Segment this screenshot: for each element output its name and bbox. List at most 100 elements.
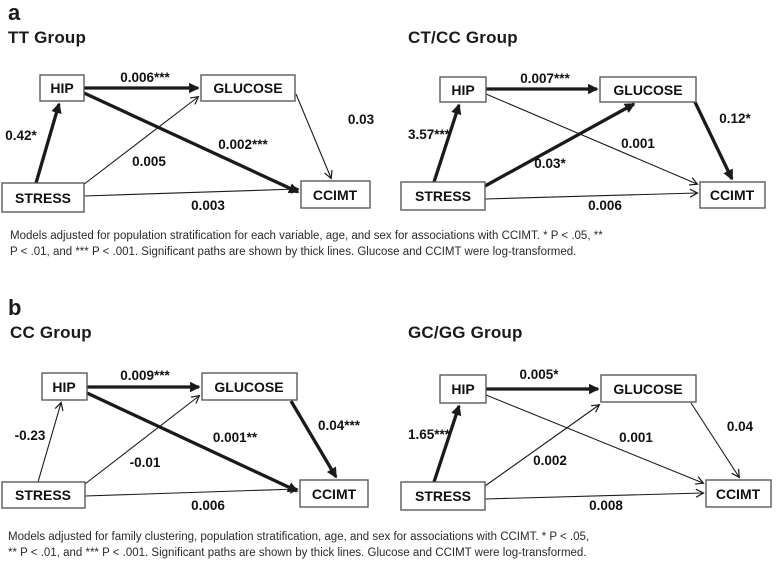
cc-ccimt-label: CCIMT: [312, 486, 357, 502]
panel-b-letter: b: [8, 295, 22, 320]
ctcc-edge-hip-ccimt: [485, 93, 697, 184]
cc-edge-hip-ccimt: [86, 391, 299, 493]
ctcc-hip-label: HIP: [451, 82, 474, 98]
ctcc-edge-stress-glucose: [484, 102, 636, 188]
gcgg-ccimt-box: [705, 479, 772, 508]
caption-a-line1: Models adjusted for population stratific…: [10, 230, 603, 242]
cc-ccimt-box: [299, 479, 369, 508]
caption-b-line1: Models adjusted for family clustering, p…: [8, 531, 590, 543]
cc-glucose-box: [201, 372, 298, 401]
tt-coef-hip-ccimt: 0.002***: [218, 137, 268, 152]
gcgg-ccimt-label: CCIMT: [716, 486, 761, 502]
tt-hip-label: HIP: [50, 80, 73, 96]
gcgg-stress-label: STRESS: [415, 488, 471, 504]
ctcc-stress-label: STRESS: [415, 188, 471, 204]
tt-node-hip: HIP: [39, 74, 85, 102]
gcgg-node-hip: HIP: [439, 374, 487, 404]
gcgg-node-ccimt: CCIMT: [705, 479, 772, 508]
ctcc-coef-stress-glucose: 0.03*: [534, 156, 566, 171]
gcgg-coef-stress-hip: 1.65***: [408, 427, 451, 442]
tt-node-ccimt: CCIMT: [300, 180, 371, 209]
ctcc-ccimt-label: CCIMT: [710, 187, 755, 203]
tt-ccimt-box: [300, 180, 371, 209]
caption-b-line2: ** P < .01, and *** P < .001. Significan…: [8, 547, 587, 559]
tt-coef-glucose-ccimt: 0.03: [348, 112, 375, 127]
caption-panel-b: Models adjusted for family clustering, p…: [8, 529, 772, 561]
ctcc-edge-stress-hip: [432, 103, 462, 183]
gcgg-glucose-box: [600, 374, 697, 403]
panel-title-gcgg: GC/GG Group: [408, 323, 523, 342]
tt-coef-stress-hip: 0.42*: [5, 128, 37, 143]
ctcc-stress-box: [400, 181, 486, 211]
ctcc-hip-box: [439, 76, 487, 103]
tt-edge-glucose-ccimt: [295, 93, 331, 178]
tt-coef-hip-glucose: 0.006***: [120, 70, 170, 85]
panel-title-tt: TT Group: [8, 28, 87, 47]
gcgg-coef-stress-ccimt: 0.008: [589, 498, 623, 513]
tt-coef-stress-ccimt: 0.003: [191, 198, 225, 213]
cc-edge-glucose-ccimt: [289, 400, 338, 479]
gcgg-coef-stress-glucose: 0.002: [533, 453, 567, 468]
tt-node-glucose: GLUCOSE: [200, 74, 296, 102]
gcgg-stress-box: [400, 481, 486, 511]
gcgg-coef-hip-glucose: 0.005*: [519, 367, 559, 382]
ctcc-coef-hip-ccimt: 0.001: [621, 136, 655, 151]
tt-glucose-box: [200, 74, 296, 102]
panel-title-ctcc: CT/CC Group: [408, 28, 518, 47]
ctcc-node-ccimt: CCIMT: [699, 181, 766, 209]
ctcc-node-glucose: GLUCOSE: [599, 76, 697, 103]
diagram-gcgg: HIP GLUCOSE STRESS CCIMT 1.65*** 0.005* …: [400, 367, 772, 513]
cc-node-ccimt: CCIMT: [299, 479, 369, 508]
cc-coef-stress-glucose: -0.01: [130, 455, 161, 470]
ctcc-edge-stress-ccimt: [484, 193, 697, 200]
gcgg-edge-stress-glucose: [484, 405, 599, 487]
tt-glucose-label: GLUCOSE: [213, 80, 282, 96]
gcgg-coef-glucose-ccimt: 0.04: [727, 419, 754, 434]
cc-hip-label: HIP: [52, 379, 75, 395]
diagram-tt: HIP GLUCOSE STRESS CCIMT 0.42* 0.006*** …: [1, 70, 375, 213]
gcgg-node-glucose: GLUCOSE: [600, 374, 697, 403]
cc-stress-box: [1, 481, 86, 509]
diagram-cc: HIP GLUCOSE STRESS CCIMT -0.23 0.009*** …: [1, 368, 369, 513]
panel-a-letter: a: [8, 0, 21, 25]
gcgg-hip-box: [439, 374, 487, 404]
tt-stress-box: [1, 182, 85, 213]
cc-node-glucose: GLUCOSE: [201, 372, 298, 401]
ctcc-coef-stress-ccimt: 0.006: [588, 198, 622, 213]
ctcc-node-hip: HIP: [439, 76, 487, 103]
caption-a-line2: P < .01, and *** P < .001. Significant p…: [10, 246, 577, 258]
tt-ccimt-label: CCIMT: [313, 187, 358, 203]
cc-coef-glucose-ccimt: 0.04***: [318, 418, 361, 433]
ctcc-coef-stress-hip: 3.57***: [408, 127, 451, 142]
tt-stress-label: STRESS: [15, 190, 71, 206]
cc-stress-label: STRESS: [15, 487, 71, 503]
tt-coef-stress-glucose: 0.005: [132, 154, 166, 169]
gcgg-glucose-label: GLUCOSE: [613, 381, 682, 397]
cc-glucose-label: GLUCOSE: [214, 379, 283, 395]
gcgg-node-stress: STRESS: [400, 481, 486, 511]
cc-edge-stress-glucose: [84, 396, 199, 485]
tt-edge-stress-glucose: [82, 97, 198, 186]
cc-edge-stress-ccimt: [84, 489, 297, 497]
cc-coef-hip-glucose: 0.009***: [120, 368, 170, 383]
cc-coef-stress-ccimt: 0.006: [191, 498, 225, 513]
cc-hip-box: [41, 372, 88, 401]
panel-title-cc: CC Group: [10, 323, 92, 342]
cc-node-hip: HIP: [41, 372, 88, 401]
tt-hip-box: [39, 74, 85, 102]
tt-edge-hip-ccimt: [83, 91, 300, 194]
gcgg-hip-label: HIP: [451, 381, 474, 397]
ctcc-glucose-box: [599, 76, 697, 103]
gcgg-edge-stress-ccimt: [484, 493, 703, 500]
ctcc-glucose-label: GLUCOSE: [613, 82, 682, 98]
ctcc-coef-hip-glucose: 0.007***: [520, 71, 570, 86]
ctcc-coef-glucose-ccimt: 0.12*: [719, 111, 751, 126]
cc-edge-stress-hip: [37, 403, 61, 483]
gcgg-edge-stress-hip: [432, 404, 462, 483]
tt-edge-stress-ccimt: [83, 189, 298, 197]
caption-panel-a: Models adjusted for population stratific…: [10, 228, 770, 260]
gcgg-edge-glucose-ccimt: [690, 402, 739, 477]
cc-coef-hip-ccimt: 0.001**: [213, 430, 258, 445]
gcgg-coef-hip-ccimt: 0.001: [619, 430, 653, 445]
